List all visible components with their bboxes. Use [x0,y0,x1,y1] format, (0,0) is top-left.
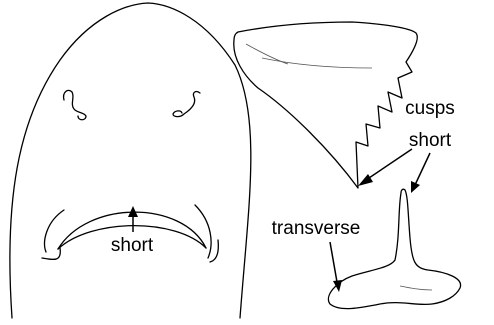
head-outline [10,3,251,318]
right-labial-furrow [195,205,211,258]
label-transverse: transverse [272,218,361,239]
lower-tooth-outline [328,189,460,308]
short-arrow-shaft [415,153,430,185]
lower-tooth-root-line [400,286,432,290]
label-cusps-short: short [409,130,452,151]
transverse-arrowhead [333,280,342,292]
label-mouth-short: short [111,235,154,256]
label-cusps: cusps [405,98,455,119]
left-nostril [64,90,86,119]
transverse-arrow-shaft [330,242,337,282]
lower-tooth [328,189,460,308]
shark-head-ventral-view: short [10,3,251,318]
cusps-arrow-shaft [366,149,412,180]
upper-tooth-root-line [246,44,288,64]
upper-tooth-enamel-line [262,58,372,68]
cusps-annotation: cusps short [358,98,455,193]
transverse-annotation: transverse [272,218,361,292]
cusps-arrowhead [358,174,373,186]
right-nostril [173,92,200,117]
